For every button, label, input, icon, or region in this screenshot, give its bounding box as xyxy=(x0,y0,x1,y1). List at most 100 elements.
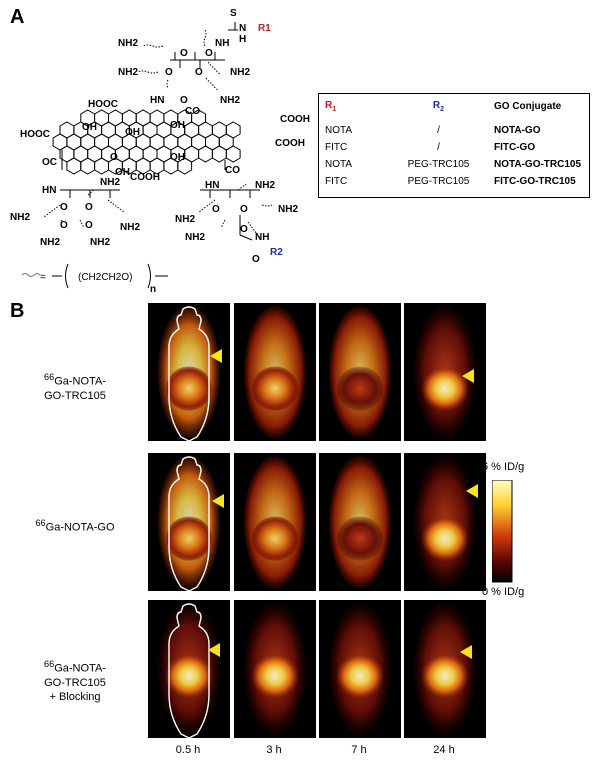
header-r2: R2 xyxy=(432,100,445,113)
time-label: 7 h xyxy=(351,744,367,756)
uptake-arrow-icon xyxy=(462,369,474,383)
pet-image-tile xyxy=(148,600,230,739)
header-r1: R1 xyxy=(325,100,337,113)
svg-text:O: O xyxy=(240,204,248,215)
uptake-arrow-icon xyxy=(460,645,472,659)
svg-text:S: S xyxy=(230,8,237,19)
pet-image-tile xyxy=(319,600,401,738)
cell-r1: FITC xyxy=(325,176,348,187)
pet-image-tile xyxy=(319,303,401,441)
cell-r1: FITC xyxy=(325,142,348,153)
svg-text:O: O xyxy=(85,220,93,231)
svg-text:HN: HN xyxy=(205,180,219,191)
svg-text:O: O xyxy=(195,67,203,78)
svg-text:NH2: NH2 xyxy=(230,67,250,78)
svg-text:NH2: NH2 xyxy=(120,222,140,233)
hexagon-ring xyxy=(225,145,241,163)
svg-text:O: O xyxy=(180,95,188,106)
graphene-oxide-sheet xyxy=(52,109,241,175)
cell-conjugate: NOTA-GO xyxy=(494,125,541,136)
svg-text:OH: OH xyxy=(82,122,97,133)
svg-text:OH: OH xyxy=(170,120,185,131)
pet-image-tile xyxy=(404,303,486,441)
row-label-targeted: 66Ga-NOTA- GO-TRC105 xyxy=(44,372,106,402)
pet-image-tile xyxy=(234,303,316,441)
cell-conjugate: FITC-GO xyxy=(494,142,536,153)
hexagon-ring xyxy=(177,157,193,175)
cell-conjugate: NOTA-GO-TRC105 xyxy=(494,159,582,170)
cell-r2: PEG-TRC105 xyxy=(407,159,470,170)
table-row: FITC PEG-TRC105 FITC-GO-TRC105 xyxy=(319,173,589,190)
panel-b-label: B xyxy=(10,300,25,322)
pet-image-tile xyxy=(319,453,401,591)
svg-text:R1: R1 xyxy=(258,23,271,34)
cell-r1: NOTA xyxy=(325,159,353,170)
svg-text:NH2: NH2 xyxy=(118,38,138,49)
conjugate-table: R1 R2 GO Conjugate NOTA / NOTA-GO FITC /… xyxy=(318,93,590,198)
table-row: FITC / FITC-GO xyxy=(319,139,589,156)
uptake-arrow-icon xyxy=(466,484,478,498)
row-label-blocking: 66Ga-NOTA- GO-TRC105 + Blocking xyxy=(44,659,106,703)
svg-text:COOH: COOH xyxy=(130,172,160,183)
table-row: NOTA / NOTA-GO xyxy=(319,122,589,139)
pet-image-tile xyxy=(148,303,230,442)
go-conjugate-structure: S N H R1 NH NH2 O O NH2 O O NH2 HN O NH2… xyxy=(10,8,310,295)
uptake-arrow-icon xyxy=(208,643,220,657)
svg-text:COOH: COOH xyxy=(275,138,305,149)
uptake-arrow-icon xyxy=(210,349,222,363)
svg-text:HOOC: HOOC xyxy=(88,99,118,110)
svg-text:NH2: NH2 xyxy=(278,204,298,215)
svg-text:NH: NH xyxy=(215,38,229,49)
svg-text:O: O xyxy=(85,202,93,213)
time-label: 3 h xyxy=(266,744,282,756)
svg-text:n: n xyxy=(150,284,156,295)
svg-text:NH2: NH2 xyxy=(118,67,138,78)
scale-max-label: 6 % ID/g xyxy=(482,461,525,473)
color-scale-bar xyxy=(492,480,513,583)
svg-text:NH2: NH2 xyxy=(175,214,195,225)
svg-text:HOOC: HOOC xyxy=(20,129,50,140)
pet-image-tile xyxy=(234,600,316,738)
svg-text:O: O xyxy=(240,224,248,235)
svg-text:NH2: NH2 xyxy=(90,237,110,248)
svg-text:HN: HN xyxy=(42,185,56,196)
cell-r2: / xyxy=(437,142,440,153)
svg-text:OH: OH xyxy=(125,127,140,138)
svg-text:NH2: NH2 xyxy=(220,95,240,106)
svg-text:O: O xyxy=(180,48,188,59)
svg-text:CO: CO xyxy=(185,106,200,117)
svg-text:HN: HN xyxy=(150,95,164,106)
svg-text:=: = xyxy=(40,272,46,283)
cell-r2: / xyxy=(437,125,440,136)
animal-outline xyxy=(168,456,210,592)
svg-text:O: O xyxy=(110,152,118,163)
svg-text:O: O xyxy=(60,202,68,213)
panel-a-label: A xyxy=(10,6,25,28)
pet-image-tile xyxy=(148,453,230,592)
svg-text:NH: NH xyxy=(255,232,269,243)
pet-image-tile xyxy=(234,453,316,591)
svg-text:O: O xyxy=(252,254,260,265)
svg-text:O: O xyxy=(205,48,213,59)
svg-text:OC: OC xyxy=(42,157,57,168)
svg-text:O: O xyxy=(165,67,173,78)
row-label-nontargeted: 66Ga-NOTA-GO xyxy=(35,518,115,534)
svg-text:N: N xyxy=(239,23,246,34)
svg-text:CO: CO xyxy=(225,165,240,176)
svg-text:NH2: NH2 xyxy=(10,212,30,223)
header-conjugate: GO Conjugate xyxy=(494,101,562,112)
svg-text:NH2: NH2 xyxy=(40,237,60,248)
svg-text:OH: OH xyxy=(115,167,130,178)
time-label: 0.5 h xyxy=(175,744,201,756)
svg-text:COOH: COOH xyxy=(280,114,310,125)
cell-r2: PEG-TRC105 xyxy=(407,176,470,187)
svg-text:O: O xyxy=(212,204,220,215)
cell-r1: NOTA xyxy=(325,125,353,136)
pet-image-tile xyxy=(404,600,486,738)
animal-outline xyxy=(168,306,210,442)
cell-conjugate: FITC-GO-TRC105 xyxy=(494,176,576,187)
uptake-arrow-icon xyxy=(212,494,224,508)
svg-text:OH: OH xyxy=(170,152,185,163)
time-label: 24 h xyxy=(433,744,455,756)
